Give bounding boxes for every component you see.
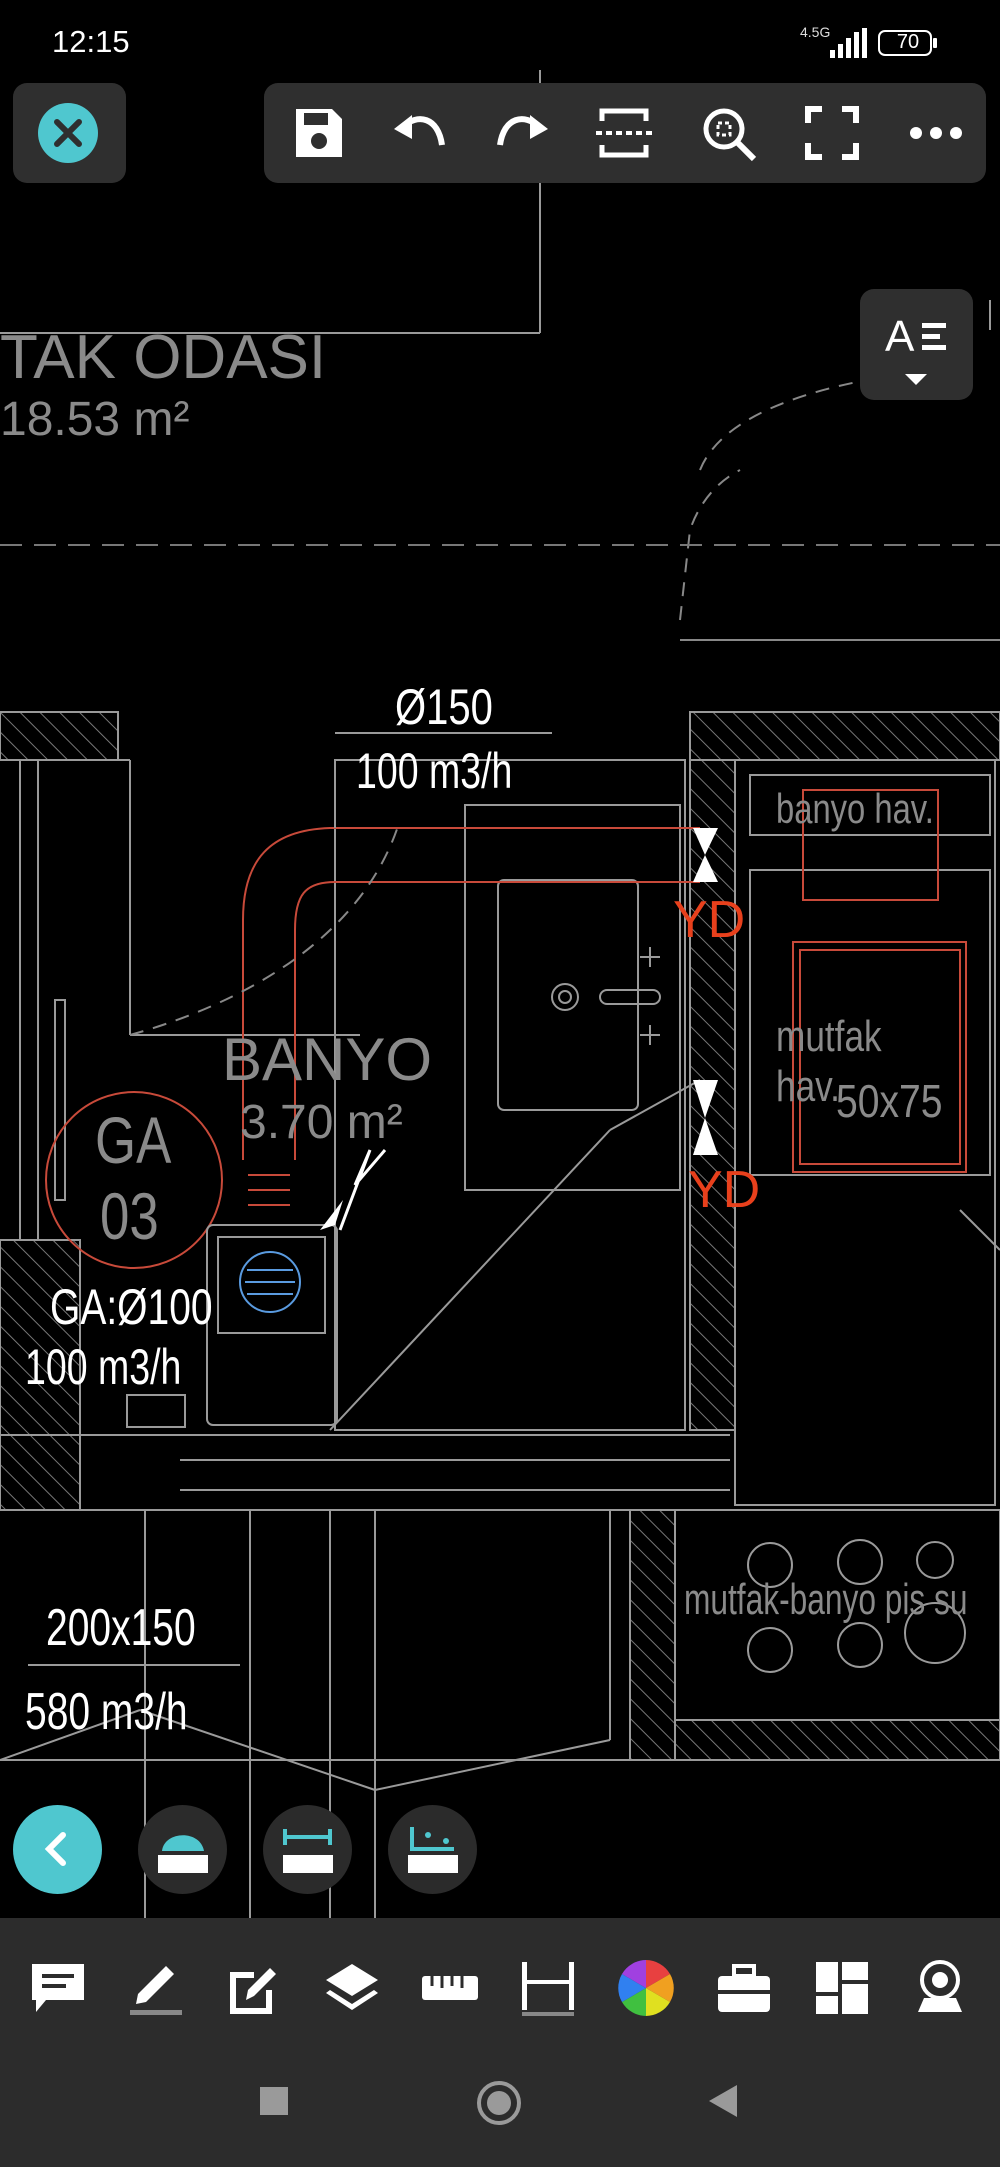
comment-icon[interactable]	[28, 1958, 88, 2018]
area-measure-button[interactable]	[138, 1805, 227, 1894]
toolbox-icon[interactable]	[714, 1958, 774, 2018]
color-wheel-icon[interactable]	[616, 1958, 676, 2018]
layers-icon[interactable]	[322, 1958, 382, 2018]
close-icon	[38, 103, 98, 163]
top-toolbar	[264, 83, 986, 183]
zoom-window-icon[interactable]	[696, 101, 760, 165]
linear-measure-button[interactable]	[263, 1805, 352, 1894]
edit-icon[interactable]	[224, 1958, 284, 2018]
coordinate-measure-icon	[408, 1827, 458, 1873]
save-icon[interactable]	[286, 101, 350, 165]
signal-icon	[830, 28, 867, 58]
ga-diameter: GA:Ø100	[50, 1279, 213, 1335]
back-nav-icon[interactable]	[705, 2083, 741, 2119]
battery-icon	[878, 30, 937, 56]
recent-apps-icon[interactable]	[258, 2085, 290, 2117]
network-type: 4.5G	[800, 24, 831, 40]
crop-icon[interactable]	[592, 101, 656, 165]
home-icon[interactable]	[475, 2079, 523, 2127]
more-icon[interactable]	[904, 101, 968, 165]
viewer-icon[interactable]	[910, 1958, 970, 2018]
duct-bottom-flow: 580 m3/h	[25, 1683, 188, 1741]
ga-tag-top: GA	[95, 1103, 172, 1177]
close-button[interactable]	[13, 83, 126, 183]
dimension-icon[interactable]	[518, 1958, 578, 2018]
yd-valve-label-1: YD	[673, 891, 746, 949]
system-nav-bar	[0, 2065, 1000, 2145]
undo-icon[interactable]	[388, 101, 452, 165]
room1-area: 18.53 m²	[0, 393, 190, 446]
layout-icon[interactable]	[812, 1958, 872, 2018]
duct-bottom-size: 200x150	[46, 1599, 196, 1657]
room1-name: TAK ODASI	[0, 323, 327, 392]
redo-icon[interactable]	[490, 101, 554, 165]
fullscreen-icon[interactable]	[800, 101, 864, 165]
area-measure-icon	[158, 1835, 208, 1873]
battery-level: 70	[896, 31, 920, 53]
ga-flow: 100 m3/h	[25, 1339, 182, 1395]
bottom-toolbar	[0, 1918, 1000, 2167]
mutfak-hav-label: mutfak hav.	[776, 1012, 882, 1111]
duct-top-flow: 100 m3/h	[356, 743, 513, 799]
text-style-button[interactable]: A	[860, 289, 973, 400]
ga-tag-bottom: 03	[100, 1179, 159, 1253]
clock: 12:15	[52, 24, 130, 59]
pencil-icon[interactable]	[126, 1958, 186, 2018]
svg-text:A: A	[885, 312, 915, 361]
yd-valve-label-2: YD	[688, 1161, 761, 1219]
room2-name: BANYO	[222, 1026, 433, 1093]
back-icon	[44, 1832, 66, 1866]
coordinate-measure-button[interactable]	[388, 1805, 477, 1894]
back-button[interactable]	[13, 1805, 102, 1894]
mutfak-size-label: 50x75	[836, 1075, 943, 1127]
text-format-icon: A	[885, 312, 946, 385]
duct-top-diameter: Ø150	[395, 679, 493, 735]
ruler-icon[interactable]	[420, 1958, 480, 2018]
drawing-canvas[interactable]: TAK ODASI 18.53 m² Ø150 100 m3/h banyo h…	[0, 0, 1000, 1918]
linear-measure-icon	[283, 1829, 333, 1873]
banyo-hav-label: banyo hav.	[776, 785, 934, 832]
status-bar: 12:15 4.5G 70	[0, 0, 1000, 80]
measure-toolbar	[0, 1800, 1000, 1894]
pis-su-label: mutfak-banyo pis su	[684, 1575, 968, 1624]
room2-area: 3.70 m²	[240, 1096, 403, 1149]
